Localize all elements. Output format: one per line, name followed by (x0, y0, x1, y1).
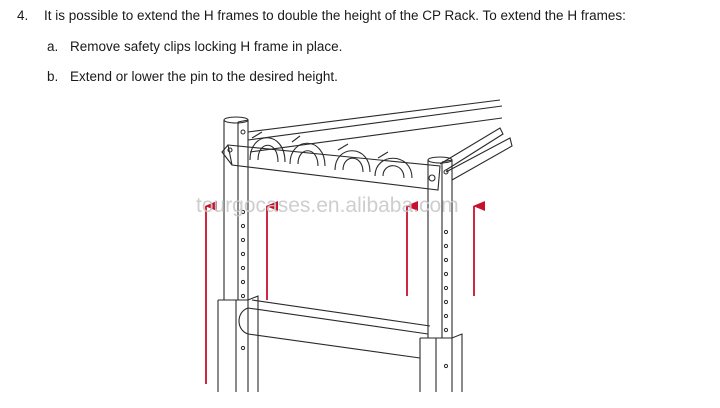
cradle-4-inner (382, 165, 405, 179)
top-rail-right-lower (445, 137, 513, 181)
cross-tube-top (247, 307, 429, 335)
watermark: tourgocases.en.alibaba.com (196, 194, 459, 217)
sub-step-letter: b. (47, 69, 59, 84)
sub-step-letter: a. (47, 39, 59, 54)
front-bar-end (221, 144, 233, 166)
cradle-2 (289, 142, 326, 167)
cradle-3-inner (342, 157, 364, 173)
cradle-clips (251, 131, 389, 159)
cradle-1-inner (257, 144, 279, 163)
top-rail-middle (249, 117, 503, 153)
sub-step-a: a. Remove safety clips locking H frame in… (47, 38, 342, 55)
bar-bolt-left (227, 147, 233, 153)
cradle-group (249, 131, 413, 179)
cross-tube-end (238, 307, 249, 335)
rack-line-art (217, 99, 513, 392)
up-arrows (205, 201, 485, 384)
cradle-2-inner (297, 150, 319, 167)
top-rail-back-lower (247, 105, 503, 141)
adjustment-holes (240, 129, 449, 369)
sub-step-b: b. Extend or lower the pin to the desired… (47, 68, 338, 85)
right-tube-side (441, 159, 453, 338)
sub-step-text: Extend or lower the pin to the desired h… (70, 69, 338, 84)
sub-step-text: Remove safety clips locking H frame in p… (70, 39, 343, 54)
cross-tube-bottom (247, 333, 421, 359)
cradle-3 (334, 150, 371, 173)
left-outer-top (218, 295, 259, 392)
step-number: 4. (17, 8, 29, 23)
top-rail-right (439, 127, 504, 171)
cradle-4 (374, 157, 413, 179)
front-top-bar (227, 144, 441, 191)
step-text: It is possible to extend the H frames to… (44, 8, 626, 23)
left-tube-cap (223, 116, 249, 124)
right-tube-cap (427, 156, 453, 164)
top-rail-back-upper (247, 99, 501, 133)
cross-tube-back (251, 299, 431, 327)
step-4: 4. It is possible to extend the H frames … (17, 7, 626, 24)
bar-bolt (428, 174, 436, 182)
right-outer-top (420, 333, 463, 392)
cradle-1 (249, 137, 286, 163)
